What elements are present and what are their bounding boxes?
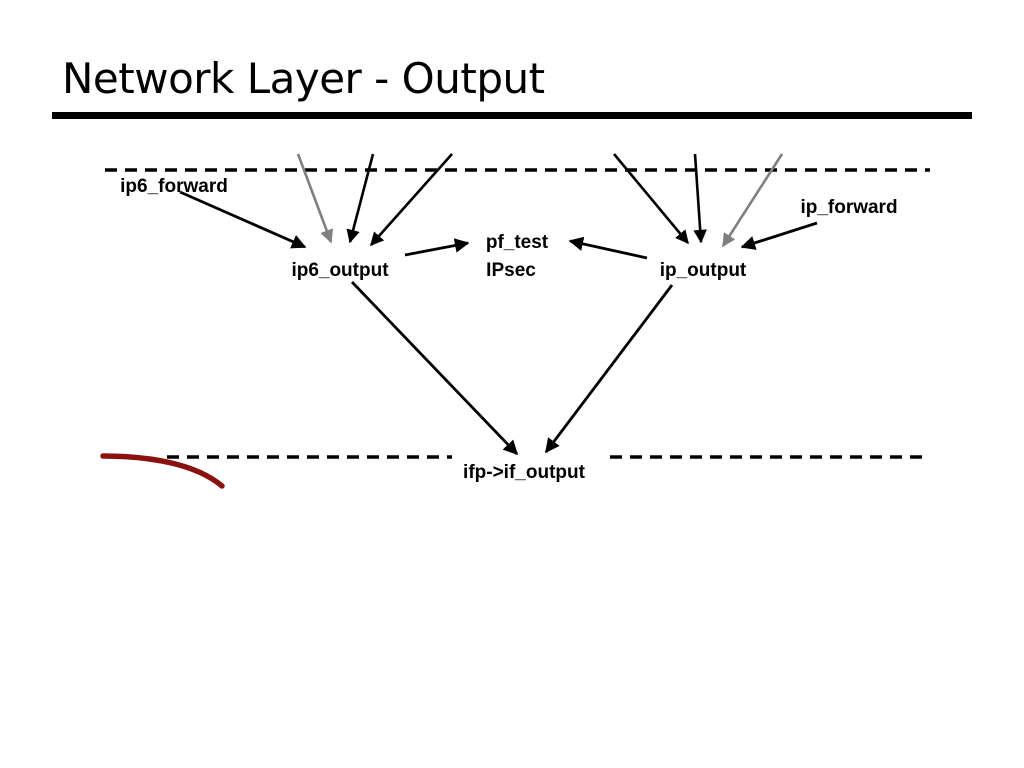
network-layer-output-diagram: ip6_forward ip_forward ip6_output ip_out… (0, 130, 1024, 530)
edge-external-to-ip-output-mid (693, 153, 707, 244)
node-label-ip6-forward: ip6_forward (120, 176, 228, 197)
red-curve-annotation (100, 453, 225, 489)
edge-ip-forward-to-ip-output (740, 221, 818, 250)
node-label-ip-output: ip_output (660, 260, 747, 281)
edge-ip-output-to-pf-test (568, 236, 648, 260)
node-label-pf-test: pf_test (486, 232, 549, 253)
edge-ip-output-to-if-output (544, 284, 674, 454)
node-label-ip6-output: ip6_output (291, 260, 389, 281)
edge-external-to-ip6-output-right (370, 153, 453, 247)
edge-ip6-forward-to-ip6-output (179, 190, 307, 249)
edge-ip6-output-to-pf-test (404, 238, 470, 257)
edge-external-to-ip-output-gray (721, 153, 784, 248)
edge-ip6-output-to-if-output (350, 281, 519, 456)
node-label-ipsec: IPsec (486, 260, 536, 281)
node-label-ip-forward: ip_forward (800, 197, 897, 218)
edge-external-to-ip6-output-mid (346, 153, 375, 244)
node-label-if-output: ifp->if_output (463, 462, 586, 483)
page-title: Network Layer - Output (62, 54, 545, 103)
title-underline-rule (52, 112, 972, 119)
edge-external-to-ip-output-left (613, 153, 689, 245)
edge-external-to-ip6-output-gray (296, 153, 334, 244)
